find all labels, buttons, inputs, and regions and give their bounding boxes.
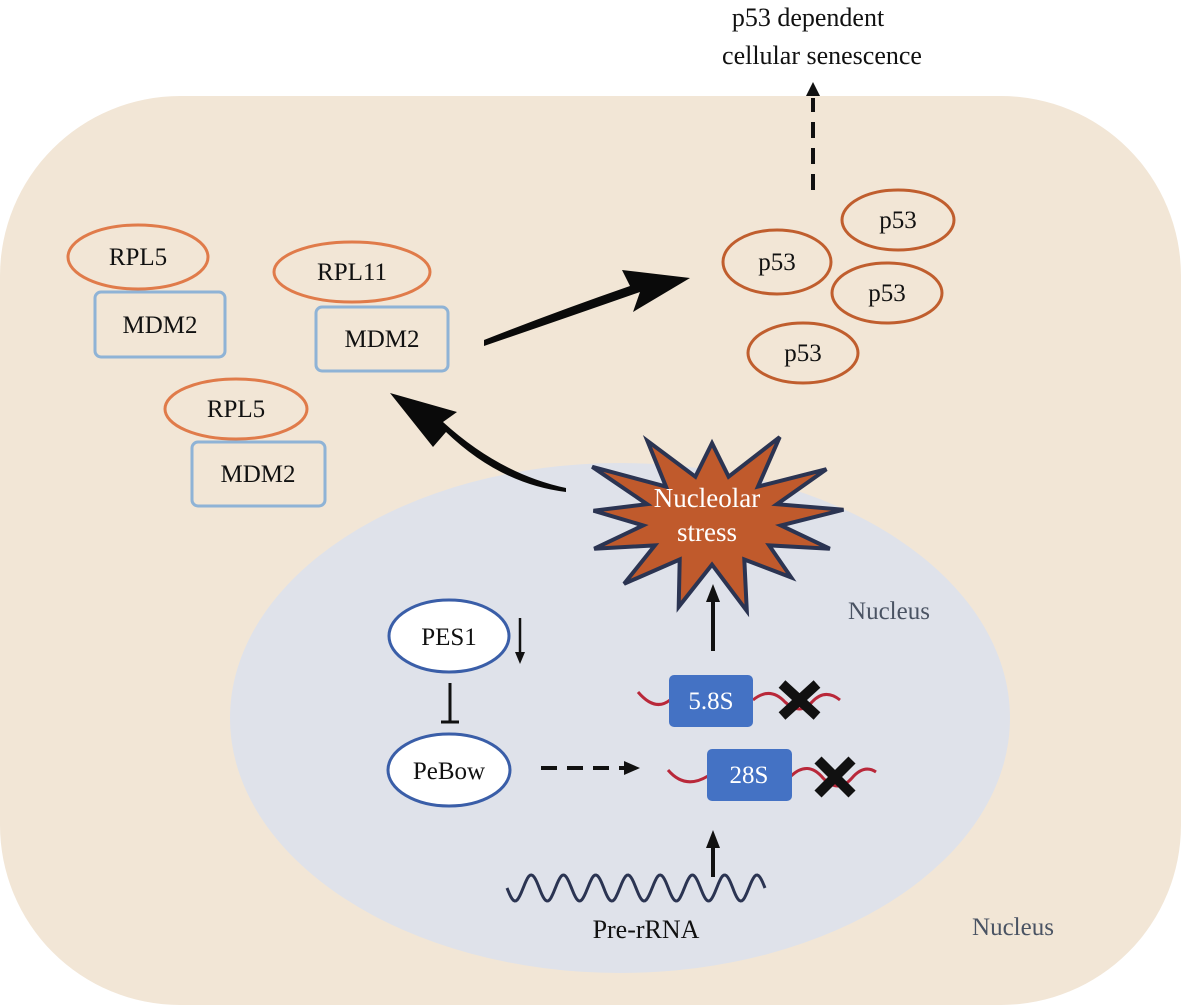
nucleus-outer-label: Nucleus <box>972 914 1054 941</box>
arrow-58s-to-stress <box>706 584 720 651</box>
arrow-down-icon <box>515 618 525 664</box>
pes1-ellipse <box>387 598 511 674</box>
nucleus-body <box>230 463 1010 973</box>
pebow-ellipse <box>386 732 512 808</box>
stress-label-line1: Nucleolar <box>654 483 760 513</box>
outcome-label-line2: cellular senescence <box>722 41 922 70</box>
rpl11-label: RPL11 <box>317 259 387 286</box>
rpl5-mdm2-complex-b: MDM2 RPL5 <box>163 377 327 508</box>
rrna-58s-box <box>669 675 753 727</box>
arrow-prerrna-up <box>706 830 720 877</box>
x-mark-icon <box>778 680 821 720</box>
mdm2-box-b <box>314 305 450 373</box>
stress-label-line2: stress <box>677 517 737 547</box>
pebow-node: PeBow <box>386 732 512 808</box>
p53-label-2: p53 <box>879 207 917 234</box>
x-mark-icon <box>814 756 856 798</box>
p53-label-4: p53 <box>784 340 822 367</box>
outcome-label-line1: p53 dependent <box>732 3 885 32</box>
rrna-58s-label: 5.8S <box>688 688 733 715</box>
rrna-58s: 5.8S <box>636 675 841 727</box>
p53-label-3: p53 <box>868 280 906 307</box>
rna-strand-58s <box>636 691 841 711</box>
p53-ellipse-2 <box>840 188 956 252</box>
pre-rrna-wave <box>505 873 767 903</box>
nucleus-inner-label: Nucleus <box>848 598 930 625</box>
rpl11-ellipse <box>272 240 432 304</box>
arrow-to-p53 <box>484 270 690 346</box>
rpl5-label-a: RPL5 <box>109 244 167 271</box>
rpl5-ellipse-a <box>66 223 210 291</box>
rpl5-mdm2-complex-a: MDM2 RPL5 <box>66 223 227 359</box>
rrna-28s-label: 28S <box>730 762 769 789</box>
mdm2-label-c: MDM2 <box>220 461 295 488</box>
mdm2-box-c <box>190 440 327 508</box>
pre-rrna-label: Pre-rRNA <box>593 915 700 944</box>
mdm2-label-b: MDM2 <box>344 326 419 353</box>
dashed-arrow-to-rrna <box>541 761 640 775</box>
mdm2-box-a <box>93 290 227 359</box>
arrow-stress-to-complexes <box>390 393 566 492</box>
rrna-28s: 28S <box>666 749 877 801</box>
pes1-label: PES1 <box>421 624 477 651</box>
rpl5-ellipse-b <box>163 377 309 441</box>
pes1-node: PES1 <box>387 598 511 674</box>
dashed-arrow-to-senescence <box>806 82 820 190</box>
stress-starburst-shape <box>591 435 844 618</box>
p53-label-1: p53 <box>758 249 796 276</box>
p53-cluster: p53 p53 p53 p53 <box>721 188 956 385</box>
p53-ellipse-1 <box>721 228 833 296</box>
rrna-28s-box <box>707 749 792 801</box>
p53-ellipse-4 <box>746 321 860 385</box>
p53-ellipse-3 <box>830 261 944 325</box>
mdm2-label-a: MDM2 <box>122 312 197 339</box>
rpl5-label-b: RPL5 <box>207 396 265 423</box>
pebow-label: PeBow <box>413 758 485 785</box>
nucleolar-stress-burst: Nucleolar stress <box>591 435 844 618</box>
rpl11-mdm2-complex: MDM2 RPL11 <box>272 240 450 373</box>
inhibition-bar-icon <box>441 683 459 724</box>
